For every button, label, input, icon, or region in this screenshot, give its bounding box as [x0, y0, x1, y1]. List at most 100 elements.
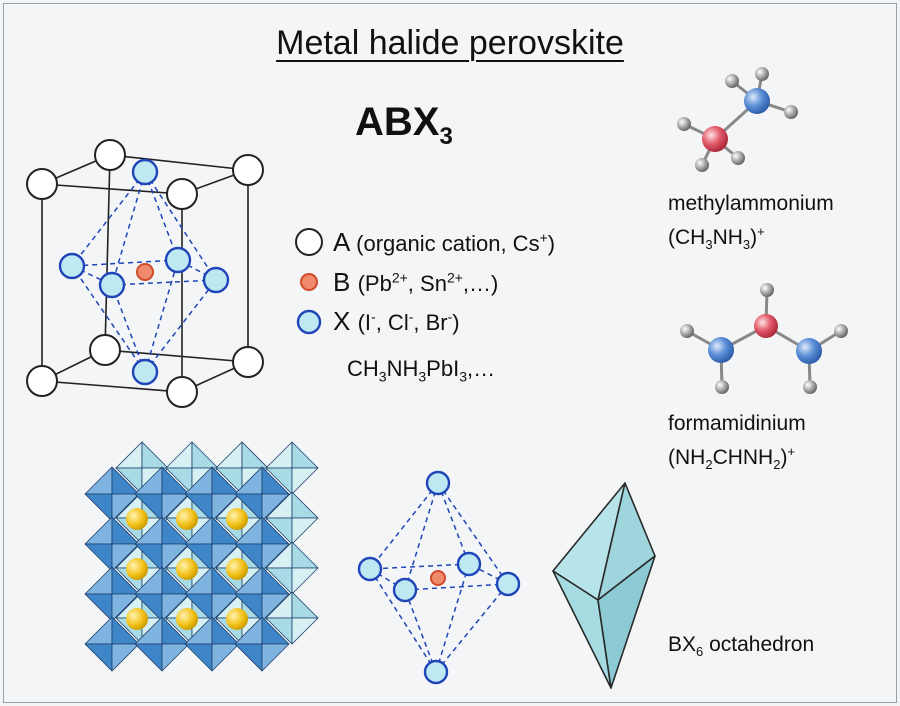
example-sub-1: 3 [378, 368, 387, 385]
ma-f-3: ) [750, 226, 758, 249]
lattice-back-octahedron [291, 517, 319, 545]
lattice-a-cation [226, 508, 248, 530]
formamidinium-molecule [680, 283, 848, 394]
legend-b-charge-2: 2+ [446, 269, 463, 286]
legend-x-symbol: X [333, 306, 351, 336]
oct-label-1: BX [668, 633, 697, 656]
legend-a-charge: + [539, 229, 548, 246]
lattice-back-octahedron [141, 441, 169, 469]
lattice-a-cation [126, 508, 148, 530]
legend-b-mid: , Sn [407, 271, 447, 296]
example-part-4: ,… [466, 356, 496, 381]
polyhedral-lattice [84, 441, 319, 672]
legend-a-end: ) [547, 231, 556, 256]
lattice-a-cation [176, 608, 198, 630]
formula-main: ABX [355, 100, 440, 144]
lattice-front-octahedron [211, 493, 240, 522]
fa-f-s1: 2 [705, 457, 713, 473]
legend-a-symbol: A [333, 227, 349, 257]
lattice-a-cation [126, 608, 148, 630]
x-site-atoms [58, 158, 230, 386]
legend-b-symbol: B [333, 267, 351, 297]
legend-x: X (I-, Cl-, Br-) [333, 306, 460, 337]
example-sub-2: 3 [418, 368, 427, 385]
lattice-front-octahedron [134, 643, 163, 672]
lattice-back-octahedron [291, 617, 319, 645]
lattice-back-octahedron [291, 441, 319, 469]
methylammonium-name: methylammonium [668, 192, 834, 215]
lattice-back-octahedron [291, 541, 319, 569]
octahedron-label: BX6 octahedron [668, 633, 814, 659]
lattice-back-octahedron [291, 467, 319, 495]
lattice-front-octahedron [84, 493, 113, 522]
legend-x-charge-1: - [371, 308, 376, 325]
formula-subscript: 3 [439, 123, 453, 150]
legend-x-desc-text: (I [357, 310, 372, 335]
lattice-a-cation [176, 558, 198, 580]
lattice-front-octahedron [234, 643, 263, 672]
legend-x-mid: , Cl [375, 310, 409, 335]
formamidinium-label: formamidinium (NH2CHNH2)+ [668, 410, 806, 479]
lattice-back-octahedron [191, 441, 219, 469]
legend-b-marker [300, 273, 318, 291]
legend-a-desc: (organic cation, Cs+) [356, 229, 556, 256]
lattice-front-octahedron [84, 616, 113, 645]
lattice-front-octahedron [211, 643, 240, 672]
lattice-front-octahedron [261, 643, 290, 672]
bx6-octahedron-solid [552, 482, 656, 689]
legend-x-marker [296, 309, 322, 335]
lattice-front-octahedron [161, 543, 190, 572]
methylammonium-formula: (CH3NH3)+ [668, 218, 834, 259]
ma-f-s1: 3 [705, 237, 713, 253]
fa-f-s2: 2 [773, 457, 781, 473]
lattice-back-octahedron [265, 441, 293, 469]
lattice-front-octahedron [84, 543, 113, 572]
legend-a-desc-text: (organic cation, Cs [356, 231, 540, 256]
lattice-back-octahedron [241, 441, 269, 469]
oct-label-sub: 6 [696, 644, 704, 660]
single-octahedron [357, 470, 521, 685]
legend-b: B (Pb2+, Sn2+,…) [333, 267, 498, 298]
fa-f-charge: + [787, 444, 796, 459]
lattice-front-octahedron [111, 493, 140, 522]
legend-b-end: ,…) [462, 271, 499, 296]
legend-x-end: ) [452, 310, 460, 335]
methylammonium-label: methylammonium (CH3NH3)+ [668, 190, 834, 259]
general-formula: ABX3 [355, 100, 453, 151]
lattice-front-octahedron [211, 593, 240, 622]
lattice-front-octahedron [161, 493, 190, 522]
lattice-front-octahedron [84, 566, 113, 595]
lattice-back-octahedron [215, 441, 243, 469]
lattice-a-cation [126, 558, 148, 580]
b-site-atom [136, 263, 154, 281]
fa-f-3: ) [780, 446, 788, 469]
lattice-back-octahedron [291, 591, 319, 619]
lattice-front-octahedron [161, 643, 190, 672]
example-compound: CH3NH3PbI3,… [347, 356, 495, 384]
legend-a-marker [295, 228, 323, 256]
fa-f-1: (NH [668, 446, 706, 469]
lattice-front-octahedron [84, 593, 113, 622]
lattice-a-cation [226, 558, 248, 580]
methylammonium-molecule [677, 67, 798, 172]
lattice-a-cation [226, 608, 248, 630]
legend-b-charge-1: 2+ [391, 269, 408, 286]
example-part-2: NH [386, 356, 419, 381]
ma-f-2: NH [712, 226, 743, 249]
figure-title: Metal halide perovskite [276, 24, 624, 62]
formamidinium-name: formamidinium [668, 412, 806, 435]
a-site-atoms [26, 139, 264, 408]
legend-x-desc: (I-, Cl-, Br-) [357, 308, 460, 335]
lattice-front-octahedron [111, 593, 140, 622]
legend-b-desc-text: (Pb [357, 271, 392, 296]
example-part-1: CH [347, 356, 379, 381]
oct-label-2: octahedron [703, 633, 815, 656]
lattice-front-octahedron [211, 543, 240, 572]
lattice-back-octahedron [291, 491, 319, 519]
example-part-3: PbI [426, 356, 460, 381]
lattice-back-octahedron [291, 567, 319, 595]
lattice-front-octahedron [84, 643, 113, 672]
legend-x-charge-3: - [447, 308, 453, 325]
fa-f-2: CHNH [712, 446, 774, 469]
